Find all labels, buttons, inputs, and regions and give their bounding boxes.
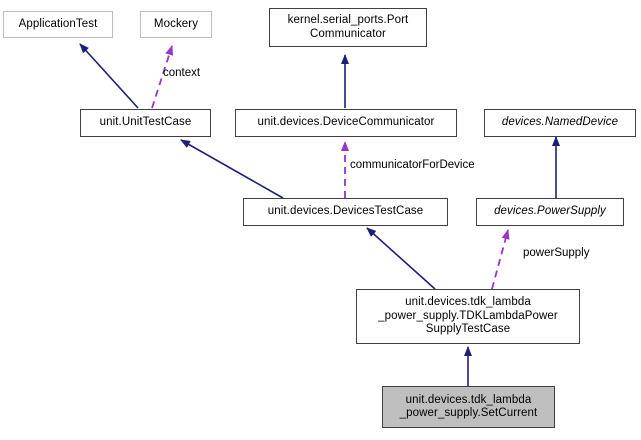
edge-label-text: communicatorForDevice xyxy=(350,159,475,171)
edge-tdklambda-to-powersupply xyxy=(491,229,510,290)
class-node-label: unit.UnitTestCase xyxy=(99,116,192,129)
edge-devicestestcase-to-unittestcase xyxy=(180,139,284,199)
class-node-label: ApplicationTest xyxy=(18,17,98,30)
edge-label-communicator-for-device: communicatorForDevice xyxy=(350,159,475,172)
class-node-application-test[interactable]: ApplicationTest xyxy=(3,11,113,38)
class-node-label: devices.PowerSupply xyxy=(494,205,606,218)
class-node-device-communicator[interactable]: unit.devices.DeviceCommunicator xyxy=(235,109,457,137)
class-node-set-current[interactable]: unit.devices.tdk_lambda _power_supply.Se… xyxy=(382,386,555,428)
edge-unittestcase-to-applicationtest xyxy=(79,43,139,109)
edge-label-text: powerSupply xyxy=(523,247,590,259)
class-node-label: unit.devices.tdk_lambda _power_supply.TD… xyxy=(378,296,558,336)
class-node-label: unit.devices.tdk_lambda _power_supply.Se… xyxy=(399,393,538,420)
edge-label-power-supply: powerSupply xyxy=(523,247,589,260)
class-node-tdk-lambda-testcase[interactable]: unit.devices.tdk_lambda _power_supply.TD… xyxy=(356,289,580,344)
class-node-power-supply[interactable]: devices.PowerSupply xyxy=(476,198,624,226)
class-node-named-device[interactable]: devices.NamedDevice xyxy=(484,109,636,137)
edge-label-text: context xyxy=(163,67,201,79)
class-node-label: kernel.serial_ports.Port Communicator xyxy=(287,14,409,40)
class-node-devices-testcase[interactable]: unit.devices.DevicesTestCase xyxy=(243,198,448,226)
class-node-unit-unittestcase[interactable]: unit.UnitTestCase xyxy=(80,109,211,137)
class-node-mockery[interactable]: Mockery xyxy=(140,11,212,38)
class-node-label: Mockery xyxy=(153,17,199,30)
edge-unittestcase-to-mockery xyxy=(151,45,174,109)
class-node-port-communicator[interactable]: kernel.serial_ports.Port Communicator xyxy=(269,8,427,47)
edge-label-context: context xyxy=(163,67,200,80)
edge-tdklambda-to-devicestestcase xyxy=(366,227,436,290)
class-node-label: unit.devices.DeviceCommunicator xyxy=(257,116,435,129)
class-node-label: devices.NamedDevice xyxy=(501,116,619,129)
class-node-label: unit.devices.DevicesTestCase xyxy=(267,205,424,218)
